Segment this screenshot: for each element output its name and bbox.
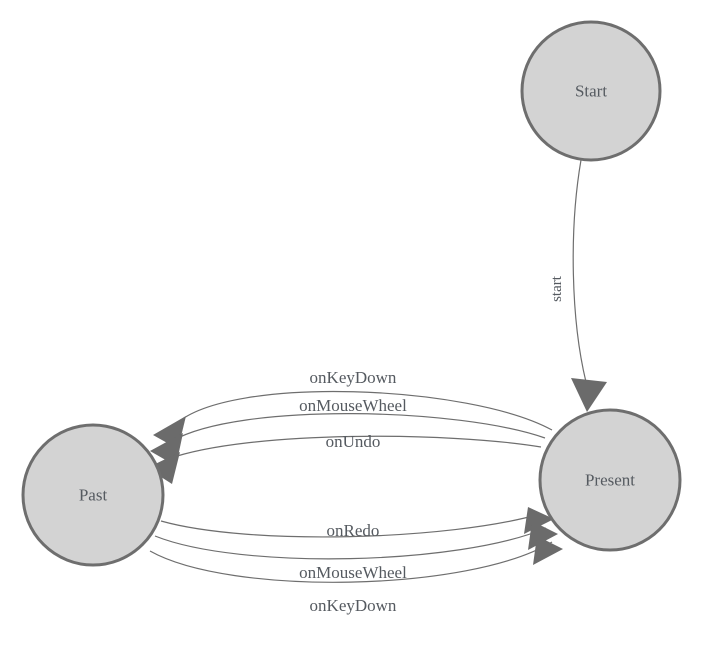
edge-start-to-present-arrowhead bbox=[571, 378, 607, 412]
edge-present-to-past-onkeydown-path bbox=[175, 390, 553, 431]
edge-label-onkeydown-top: onKeyDown bbox=[310, 368, 397, 387]
edge-label-onredo: onRedo bbox=[327, 521, 380, 540]
edge-label-start: start bbox=[549, 275, 565, 302]
edge-label-onmousewheel-top: onMouseWheel bbox=[299, 396, 407, 415]
edge-label-onmousewheel-bottom: onMouseWheel bbox=[299, 563, 407, 582]
edge-past-to-present-onredo[interactable]: onRedo bbox=[160, 507, 554, 540]
edge-label-onkeydown-bottom: onKeyDown bbox=[310, 596, 397, 615]
node-past-label: Past bbox=[79, 486, 108, 505]
edge-present-to-past-onundo[interactable]: onUndo bbox=[147, 432, 542, 484]
edge-present-to-past-onmousewheel-path bbox=[171, 413, 546, 442]
edge-past-to-present-onmousewheel[interactable]: onMouseWheel bbox=[154, 521, 558, 582]
node-past[interactable]: Past bbox=[21, 423, 165, 567]
node-start-circle bbox=[520, 20, 662, 162]
edge-label-onundo: onUndo bbox=[326, 432, 381, 451]
edge-present-to-past-onundo-path bbox=[167, 435, 542, 460]
edge-present-to-past-onundo-arrowhead bbox=[147, 452, 180, 484]
edge-past-to-present-onkeydown-arrowhead bbox=[533, 536, 563, 565]
node-present-circle bbox=[538, 408, 682, 552]
edge-start-to-present[interactable]: start bbox=[549, 159, 607, 412]
node-start[interactable]: Start bbox=[520, 20, 662, 162]
node-past-circle bbox=[21, 423, 165, 567]
node-present-label: Present bbox=[585, 471, 635, 490]
edge-past-to-present-onkeydown-path bbox=[149, 541, 553, 583]
edge-past-to-present-onmousewheel-arrowhead bbox=[528, 521, 558, 550]
edge-start-to-present-path bbox=[572, 159, 587, 383]
node-present[interactable]: Present bbox=[538, 408, 682, 552]
node-start-label: Start bbox=[575, 82, 607, 101]
edge-past-to-present-onredo-path bbox=[160, 513, 541, 538]
edge-past-to-present-onkeydown[interactable]: onKeyDown bbox=[149, 536, 563, 615]
edge-past-to-present-onmousewheel-path bbox=[154, 527, 547, 560]
